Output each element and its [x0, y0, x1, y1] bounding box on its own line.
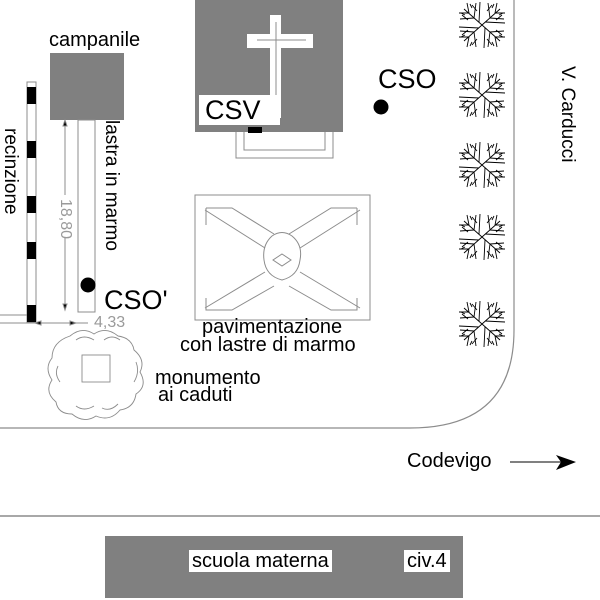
road-edge-east	[0, 0, 515, 429]
marble-slab	[77, 119, 96, 313]
monument-label-line2: ai caduti	[158, 384, 233, 406]
fence-label: recinzione	[0, 128, 21, 215]
dimension-horizontal	[0, 320, 88, 326]
civic-number-label: civ.4	[404, 550, 450, 572]
tree-icon	[457, 70, 507, 120]
marble-paving	[194, 194, 371, 321]
tree-icon	[457, 212, 507, 262]
csv-label: CSV	[205, 95, 261, 125]
cso-prime-label: CSO'	[104, 285, 168, 315]
tree-row	[457, 0, 507, 349]
bell-tower-building	[50, 53, 124, 120]
point-marker-icon	[80, 277, 96, 293]
war-memorial	[47, 330, 144, 420]
dimension-horizontal-value: 4,33	[94, 314, 126, 331]
arrow-right-icon	[510, 455, 576, 470]
monument-label-line1: monumento	[155, 367, 261, 389]
csv-marker	[248, 127, 262, 133]
marble-slab-label: lastra in marmo	[101, 120, 122, 251]
tree-icon	[457, 299, 507, 349]
street-label: V. Carducci	[557, 66, 578, 163]
bell-tower-label: campanile	[49, 29, 141, 51]
point-marker-icon	[373, 99, 389, 115]
cso-label: CSO	[378, 64, 437, 94]
tree-icon	[457, 0, 507, 50]
church-steps	[235, 132, 334, 159]
tree-icon	[457, 140, 507, 190]
dimension-vertical	[62, 118, 68, 312]
direction-label: Codevigo	[407, 450, 492, 472]
dimension-vertical-value: 18,80	[57, 199, 74, 240]
fence	[26, 81, 37, 323]
csv-label-background	[199, 95, 280, 125]
paving-label-line2: con lastre di marmo	[180, 334, 356, 356]
paving-label-line1: pavimentazione	[202, 316, 343, 338]
school-label: scuola materna	[189, 550, 332, 572]
